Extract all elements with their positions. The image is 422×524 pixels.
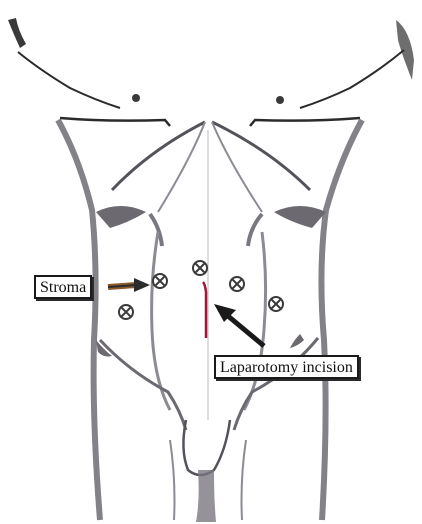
left-rib-shadow xyxy=(96,206,146,228)
stoma-marker-center xyxy=(193,261,207,275)
left-corner-shadow xyxy=(8,18,26,48)
groin-outline xyxy=(183,420,230,475)
left-shoulder-line xyxy=(18,52,120,108)
right-shoulder-line xyxy=(300,50,404,108)
right-hip-notch xyxy=(290,334,304,348)
rib-arch-right xyxy=(212,122,310,190)
groin-shadow xyxy=(196,470,216,522)
left-pectoral-line xyxy=(60,118,170,126)
right-nipple xyxy=(276,96,284,104)
left-nipple xyxy=(132,94,140,102)
thigh-right xyxy=(242,440,247,520)
laparotomy-arrow xyxy=(214,304,264,346)
thigh-left xyxy=(170,440,175,520)
left-torso-edge xyxy=(58,120,100,520)
right-rib-shadow xyxy=(274,206,326,228)
right-corner-shadow xyxy=(396,20,414,80)
stoma-marker-right-upper xyxy=(230,277,244,291)
stoma-marker-left-upper xyxy=(153,274,167,288)
right-torso-edge xyxy=(321,120,362,520)
laparotomy-incision-line xyxy=(203,282,206,338)
right-pectoral-line xyxy=(250,118,360,126)
right-inguinal-line xyxy=(234,338,318,430)
stroma-arrow xyxy=(108,278,150,292)
stroma-label: Stroma xyxy=(34,275,92,299)
stoma-marker-right-lower xyxy=(269,297,283,311)
right-rectus-border xyxy=(244,232,266,410)
right-rib-shadow-2 xyxy=(248,214,262,246)
rib-arch-left xyxy=(112,122,205,190)
left-inguinal-line xyxy=(100,340,186,430)
stoma-marker-left-lower xyxy=(119,305,133,319)
laparotomy-incision-label: Laparotomy incision xyxy=(214,355,359,379)
